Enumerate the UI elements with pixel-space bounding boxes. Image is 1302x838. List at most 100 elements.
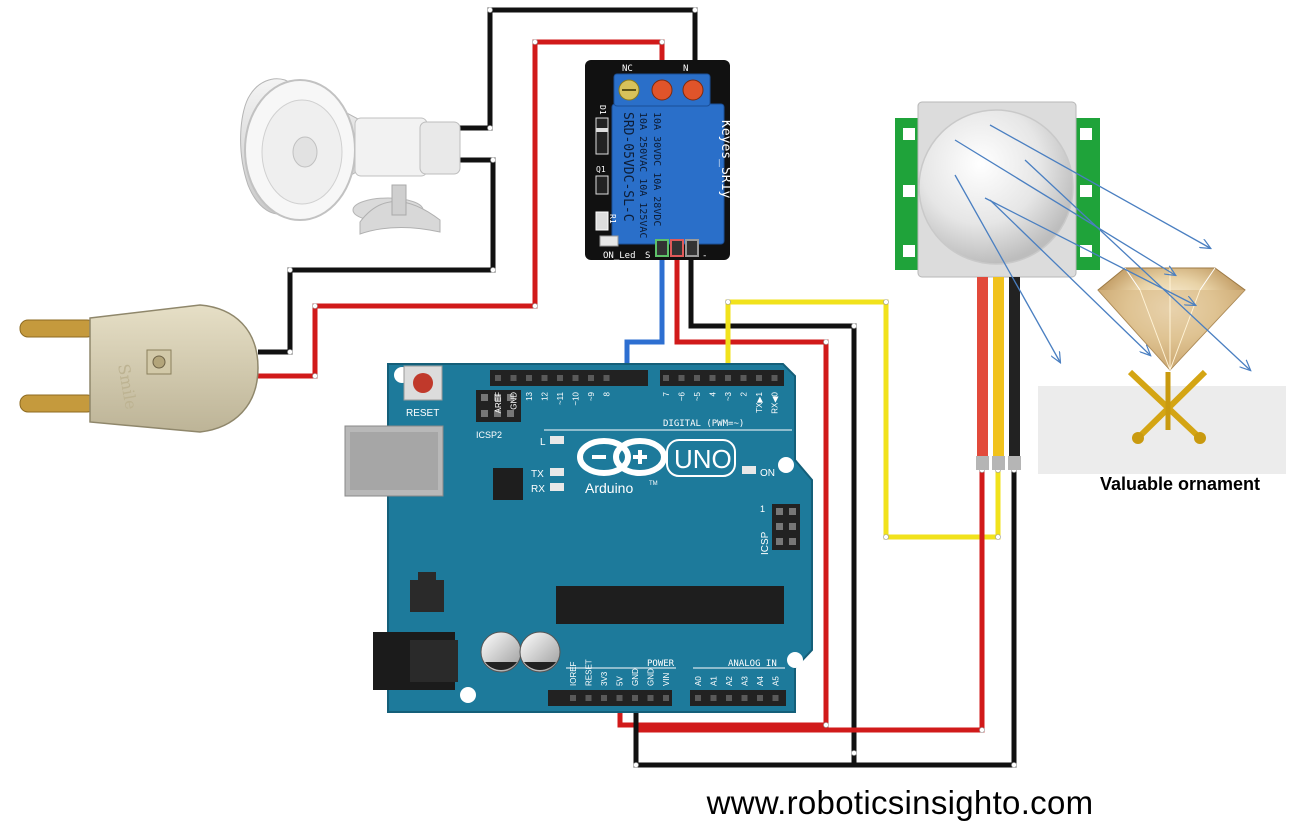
wire-blue-signal [624,252,665,378]
analog-pin-label: A4 [756,676,765,686]
digital-pin-label: ~10 [572,391,581,405]
power-pin-label: RESET [585,659,594,686]
header-pin-hole [541,375,548,381]
wire-yellow-pir-signal [725,299,1001,540]
wire-black-relay-gnd [688,252,857,753]
digital-pin-label: 12 [541,391,550,400]
header-pin-hole [756,375,762,381]
led-tx-label: TX [531,469,544,480]
header-pin-hole [725,375,731,381]
digital-pin-label: TX▶1 [755,391,764,412]
arduino-wordmark: Arduino [585,480,633,496]
diamond [1097,267,1246,371]
relay-q1-label: Q1 [596,165,606,174]
digital-pin-label: 4 [709,391,718,396]
pir-sensor [895,101,1100,470]
digital-pin-label: ~6 [678,391,687,401]
power-pin-label: GND [631,668,640,686]
digital-pin-label: 2 [740,391,749,396]
header-pin-hole [603,375,610,381]
header-pin-hole [495,375,501,381]
digital-pin-label: ~5 [693,391,702,401]
relay-no-label: N [683,64,688,74]
header-pin-hole [526,375,532,381]
relay-minus-label: - [702,251,707,261]
header-pin-hole [757,695,763,701]
header-pin-hole [678,375,685,381]
digital-pin-label: 7 [662,391,671,396]
digital-pin-label: ~11 [556,391,565,405]
header-pin-hole [771,375,778,381]
header-pin-hole [510,375,517,381]
relay-on-led [599,235,619,247]
relay-spec-1: 10A 250VAC 10A 125VAC [637,112,648,238]
digital-pin-label: 13 [525,391,534,400]
header-pin-hole [557,375,563,381]
power-pin-label: 3V3 [600,671,609,686]
icsp-label: ICSP [760,531,771,555]
relay-model: SRD-05VDC-SL-C [620,112,635,222]
led-rx-label: RX [531,484,545,495]
uno-label: UNO [674,444,732,474]
power-label: POWER [647,659,675,669]
digital-pin-label: RX◀0 [771,391,780,413]
power-pin-label: GND [647,668,656,686]
reset-label: RESET [406,408,439,419]
header-pin-hole [740,375,747,381]
led-on-label: ON [760,468,775,479]
ornament-illustration [1038,267,1286,474]
digital-label: DIGITAL (PWM=~) [663,419,744,429]
wires [258,7,1017,768]
relay-nc-label: NC [622,64,633,74]
header-pin-hole [572,375,579,381]
ornament-stand [1127,369,1208,444]
analog-in-label: ANALOG IN [728,659,777,669]
header-pin-hole [663,375,669,381]
header-pin-hole [570,695,576,701]
header-pin-hole [694,375,700,381]
relay-spec-2: 10A 30VDC 10A 28VDC [651,112,662,226]
relay-r1-label: R1 [608,214,617,224]
icsp2-label: ICSP2 [476,430,502,440]
analog-pin-label: A3 [741,676,750,686]
header-pin-hole [772,695,779,701]
digital-pin-label: AREF [494,392,503,413]
header-pin-hole [695,695,701,701]
header-pin-hole [710,695,717,701]
power-pin-label: IOREF [569,661,578,686]
power-plug: Smile [19,304,259,433]
analog-pin-label: A0 [694,676,703,686]
wire-red-relay-5v [617,252,829,728]
website-url: www.roboticsinsighto.com [706,784,1094,821]
arduino-tm: TM [649,481,658,487]
relay-s-label: S [645,251,650,261]
icsp-pin1-label: 1 [760,504,765,514]
power-pin-label: VIN [662,672,671,686]
digital-pin-label: 8 [603,391,612,396]
header-pin-hole [647,695,654,701]
analog-pin-label: A5 [772,676,781,686]
header-pin-hole [601,695,607,701]
header-pin-hole [663,695,669,701]
header-pin-hole [616,695,623,701]
analog-pin-label: A1 [710,676,719,686]
arduino-logo: Arduino TM [577,438,667,496]
ornament-label: Valuable ornament [1099,474,1261,494]
relay-d1-label: D1 [598,105,607,115]
header-pin-hole [588,375,594,381]
header-pin-hole [726,695,732,701]
power-pin-label: 5V [616,676,625,686]
wire-black-pir-gnd [633,470,1017,768]
relay-module: NC N SRD-05VDC-SL-C 10A 250VAC 10A 125VA… [585,60,733,261]
digital-pin-label: ~3 [724,391,733,401]
digital-pin-label: ~9 [587,391,596,401]
header-pin-hole [632,695,638,701]
header-pin-hole [585,695,592,701]
analog-pin-label: A2 [725,676,734,686]
relay-on-led-label: ON_Led [603,251,636,261]
detection-rays [954,124,1250,370]
digital-pin-label: GND [510,392,519,410]
header-pin-hole [741,695,748,701]
